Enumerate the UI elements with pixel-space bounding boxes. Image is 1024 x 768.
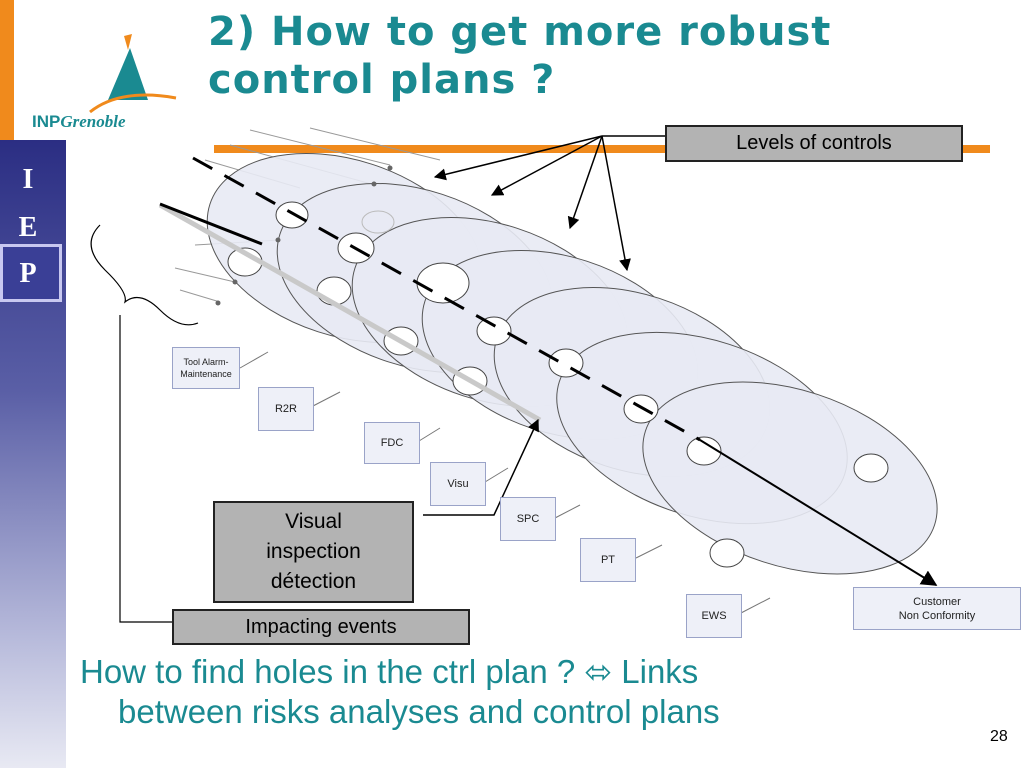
hole [853, 453, 889, 483]
hole [416, 262, 470, 304]
left-orange-strip [0, 0, 14, 140]
page-number: 28 [990, 728, 1008, 745]
title-line-1: 2) How to get more robust [208, 9, 832, 55]
control-label-tool-alarm: Tool Alarm- Maintenance [172, 347, 240, 389]
title-underline [214, 145, 990, 153]
dashed-trajectory [192, 156, 701, 442]
trajectory-start [159, 202, 263, 246]
control-label-pt: PT [580, 538, 636, 582]
control-label-line: SPC [516, 513, 540, 525]
customer-nonconformity-box: Customer Non Conformity [853, 587, 1021, 630]
control-label-line: Visu [447, 478, 469, 490]
control-label-fdc: FDC [364, 422, 420, 464]
hole [686, 436, 722, 466]
logo-text: INPGrenoble [32, 112, 126, 132]
visual-connector [423, 418, 539, 516]
question-line-2: between risks analyses and control plans [118, 693, 720, 730]
customer-label-line: Non Conformity [898, 609, 976, 622]
control-label-line: EWS [701, 610, 727, 622]
slide-title: 2) How to get more robust control plans … [208, 8, 908, 104]
sidebar-letter-p: P [19, 258, 37, 289]
title-line-2: control plans ? [208, 57, 556, 103]
hole-faint [361, 210, 395, 234]
control-label-line: FDC [380, 437, 404, 449]
sidebar-highlight-box [0, 244, 62, 302]
final-trajectory [699, 439, 938, 586]
visual-label-line: inspection [266, 540, 361, 563]
control-label-line: Maintenance [180, 369, 232, 379]
hole [476, 316, 512, 346]
bottom-question: How to find holes in the ctrl plan ? ⬄ L… [80, 652, 900, 732]
question-line-1: How to find holes in the ctrl plan ? ⬄ L… [80, 653, 699, 690]
hole [275, 201, 309, 229]
sidebar-letter-i: I [22, 164, 34, 195]
control-label-ews: EWS [686, 594, 742, 638]
levels-of-controls-box: Levels of controls [665, 125, 963, 162]
sidebar-letter-e: E [18, 212, 38, 243]
logo-inp: INP [32, 112, 61, 131]
control-label-line: PT [600, 554, 616, 566]
impact-connector [119, 315, 172, 623]
brace [90, 224, 199, 326]
logo-icon [89, 34, 177, 114]
hole [709, 538, 745, 568]
impacting-events-box: Impacting events [172, 609, 470, 645]
control-label-spc: SPC [500, 497, 556, 541]
impacting-events-label: Impacting events [245, 615, 397, 638]
levels-of-controls-label: Levels of controls [736, 132, 892, 154]
visual-inspection-box: Visual inspection détection [213, 501, 414, 603]
control-label-line: Tool Alarm- [183, 357, 229, 367]
gray-trajectory [158, 202, 542, 423]
control-label-visu: Visu [430, 462, 486, 506]
control-label-line: R2R [274, 403, 297, 415]
hole [623, 394, 659, 424]
customer-label-line: Customer [913, 595, 961, 608]
disk-7 [642, 381, 938, 575]
logo-grenoble: Grenoble [60, 112, 126, 131]
visual-label-line: Visual [285, 510, 342, 533]
visual-label-line: détection [270, 570, 357, 593]
control-label-r2r: R2R [258, 387, 314, 431]
